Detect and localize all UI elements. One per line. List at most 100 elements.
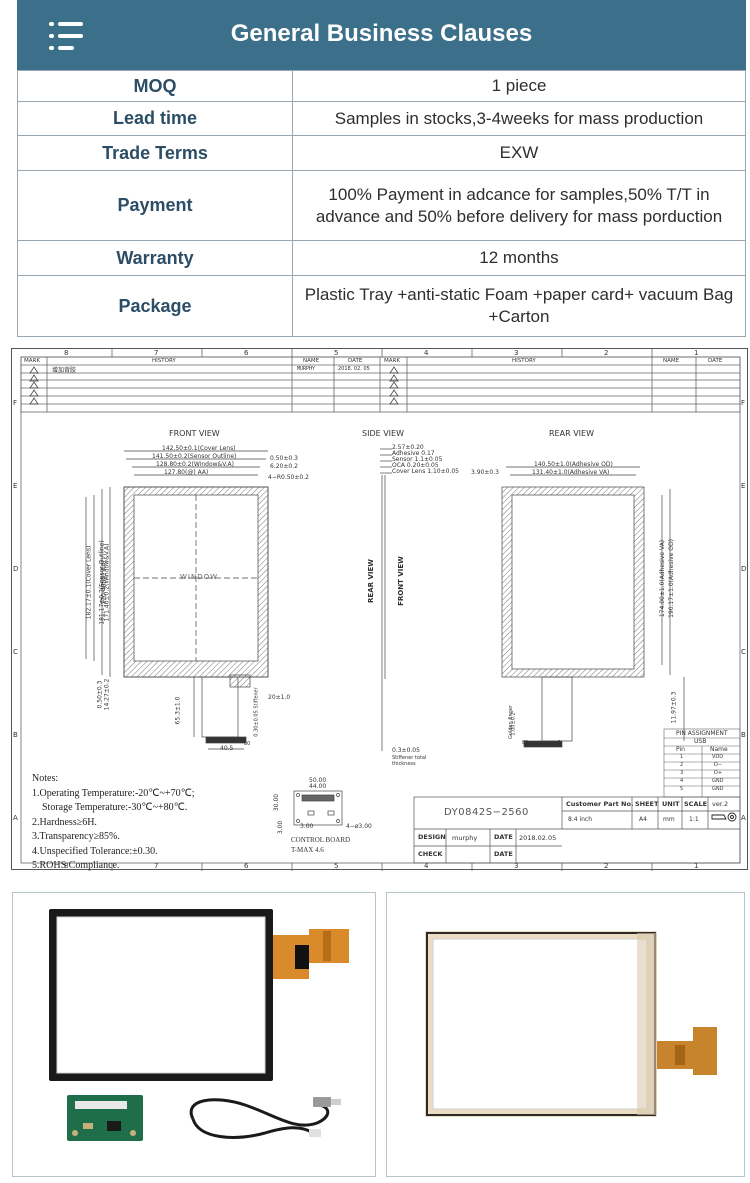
row-letter: A: [13, 814, 18, 822]
clause-value: Plastic Tray +anti-static Foam +paper ca…: [292, 275, 746, 337]
row-letter: E: [13, 482, 18, 490]
clause-label: Lead time: [17, 101, 293, 136]
table-row: Warranty 12 months: [17, 240, 746, 276]
col-number: 4: [424, 349, 429, 357]
table-row: Package Plastic Tray +anti-static Foam +…: [17, 275, 746, 337]
clause-value: Samples in stocks,3-4weeks for mass prod…: [292, 101, 746, 136]
dim-label: 1.00±0.2: [510, 712, 517, 736]
dim-label: 0.3±0.05: [392, 747, 420, 754]
product-photo-kit: [12, 892, 376, 1177]
section-header: General Business Clauses: [17, 0, 746, 70]
front-view-vertical-label: FRONT VIEW: [396, 556, 405, 606]
dim-label: OCA 0.20±0.05: [392, 462, 439, 469]
dim-label: 14.27±0.2: [103, 678, 111, 711]
clause-value: 1 piece: [292, 70, 746, 102]
history-entry: 增加背胶: [52, 367, 77, 374]
touch-panel-rear-image: [425, 931, 717, 1117]
row-letter: D: [13, 565, 19, 573]
clause-label: Package: [17, 275, 293, 337]
history-date-header: DATE: [348, 358, 363, 364]
page-title: General Business Clauses: [230, 20, 533, 47]
history-header: HISTORY: [152, 358, 176, 364]
clause-value: EXW: [292, 135, 746, 171]
row-letter: B: [13, 731, 18, 739]
dim-label: 174.00±1.0(Adhesive VA): [659, 539, 667, 618]
front-view-shape: [85, 450, 269, 750]
sheet-value: A4: [639, 816, 647, 823]
dim-label: 3.00: [300, 823, 314, 830]
row-letter: F: [13, 399, 18, 407]
col-number: 6: [244, 349, 249, 357]
dim-label: 0.50±0.3: [270, 455, 298, 462]
col-number: 1: [694, 349, 699, 357]
note-line: Notes:: [32, 773, 59, 784]
clause-label: Warranty: [17, 240, 293, 276]
scale-value: 1:1: [689, 816, 699, 823]
history-name-header: NAME: [663, 358, 680, 364]
dim-label: 80: [244, 741, 251, 747]
version: ver.2: [712, 800, 729, 808]
note-line: 5.ROHS Compliance.: [32, 860, 120, 871]
row-letter: E: [741, 482, 746, 490]
clauses-table: MOQ 1 piece Lead time Samples in stocks,…: [17, 70, 746, 337]
dim-label: 182.17±0.1(Cover Lens): [85, 545, 93, 620]
col-number: 7: [154, 349, 159, 357]
col-number: 2: [604, 862, 609, 870]
designer-name: murphy: [452, 834, 478, 842]
pin-number: 1: [680, 754, 684, 760]
pin-col-header: Pin: [676, 746, 685, 753]
dim-label: 142.50±0.1(Cover Lens): [162, 445, 236, 452]
history-entry-date: 2018. 02. 05: [338, 366, 370, 372]
note-line: 2.Hardness≥6H.: [32, 816, 97, 828]
unit-value: mm: [663, 816, 675, 823]
size-value: 8.4 inch: [568, 816, 593, 823]
clause-value: 100% Payment in adcance for samples,50% …: [292, 170, 746, 241]
unit-label: UNIT: [662, 800, 680, 808]
check-date-label: DATE: [494, 850, 513, 858]
col-number: 8: [64, 349, 69, 357]
pin-name: D−: [714, 762, 723, 768]
dim-label: Sensor 1.1±0.05: [392, 456, 443, 463]
pin-name: VDD: [712, 754, 724, 760]
drawing-notes: Notes: 1.Operating Temperature:-20℃~+70℃…: [32, 772, 195, 874]
col-number: 2: [604, 349, 609, 357]
dim-label: 2.57±0.20: [392, 444, 424, 451]
col-number: 8: [64, 862, 69, 870]
pin-name: GND: [712, 778, 724, 784]
window-label: WINDOW: [180, 573, 219, 581]
row-letter: C: [741, 648, 746, 656]
dim-label: Adhesive 0.17: [392, 450, 435, 457]
design-label: DESIGN: [418, 833, 446, 841]
dim-label: 127.80(@) AA): [164, 469, 209, 476]
col-number: 5: [334, 349, 339, 357]
table-row: MOQ 1 piece: [17, 70, 746, 102]
rear-view-shape: [501, 466, 685, 748]
dim-label: 190.17±1.0(Adhesive OD): [667, 539, 675, 618]
row-letter: C: [13, 648, 18, 656]
dim-label: 50.00: [309, 777, 327, 784]
col-number: 3: [514, 349, 519, 357]
history-mark-header: MARK: [384, 358, 400, 364]
dim-label: 80: [522, 740, 529, 746]
dim-label: 30.00: [273, 793, 281, 812]
history-mark-header: MARK: [24, 358, 40, 364]
name-col-header: Name: [710, 746, 728, 753]
side-view-title: SIDE VIEW: [362, 429, 404, 438]
control-board-model: T-MAX 4.6: [291, 846, 324, 854]
table-row: Lead time Samples in stocks,3-4weeks for…: [17, 101, 746, 136]
col-number: 3: [514, 862, 519, 870]
dim-label: 40.5: [220, 745, 234, 752]
front-view-title: FRONT VIEW: [169, 429, 220, 438]
table-row: Trade Terms EXW: [17, 135, 746, 171]
clause-label: MOQ: [17, 70, 293, 102]
touch-panel-kit-image: [49, 909, 349, 1141]
dim-label: 3.00: [277, 820, 285, 835]
history-entry-name: MURPHY: [297, 366, 316, 372]
dim-label: Stiffener total: [392, 755, 427, 761]
pin-number: 3: [680, 770, 684, 776]
dim-label: 44.00: [309, 783, 327, 790]
rear-view-title: REAR VIEW: [549, 429, 594, 438]
hamburger-menu-icon[interactable]: [49, 19, 83, 53]
customer-part-label: Customer Part No.: [566, 800, 634, 808]
pin-number: 5: [680, 786, 684, 792]
